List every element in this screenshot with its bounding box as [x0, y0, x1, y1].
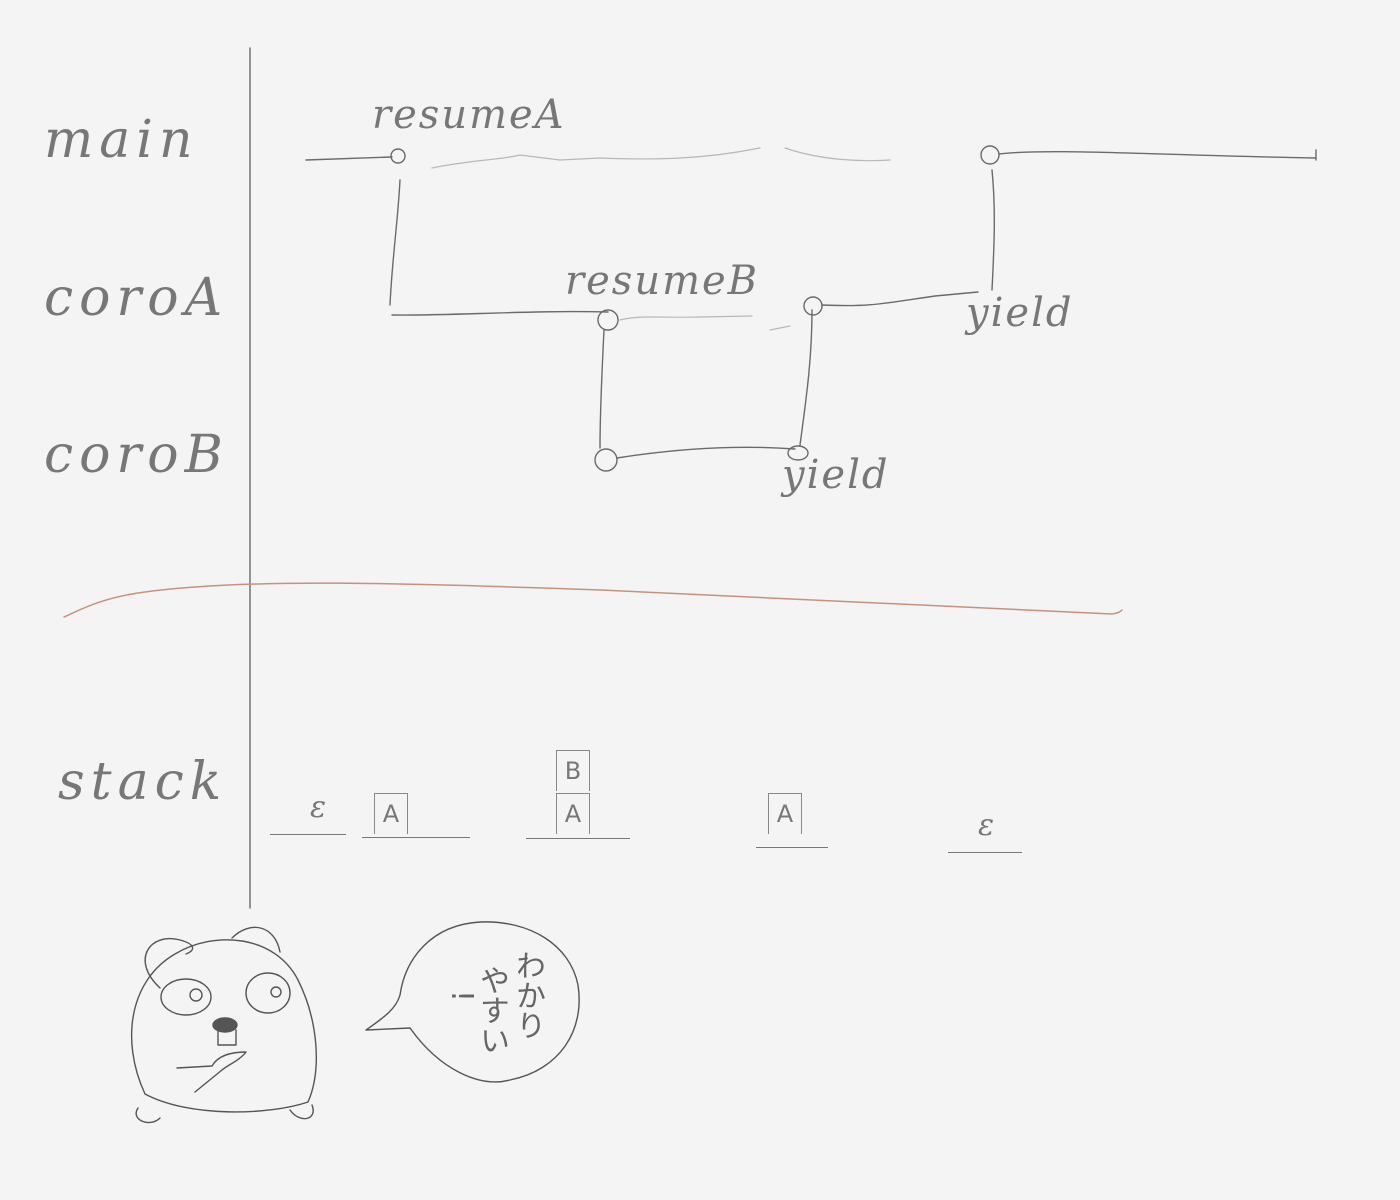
- stack-frame-A: A: [768, 793, 802, 834]
- main-suspended-line: [431, 147, 891, 169]
- gopher-pupil-right: [270, 986, 282, 998]
- speech-bubble-text-col3: !: [444, 990, 479, 1003]
- speech-bubble-text-col2: やすい: [474, 965, 509, 1055]
- annotation-resume-a: resumeA: [372, 92, 566, 138]
- annotation-resume-b: resumeB: [565, 258, 760, 304]
- stack-base: [362, 837, 470, 838]
- yield-b-node: [787, 445, 809, 461]
- lane-label-coroA: coroA: [44, 268, 229, 328]
- coroB-line: [616, 446, 796, 459]
- gopher-ear-right: [231, 926, 281, 953]
- coroA-line: [391, 310, 609, 316]
- gopher-mascot: [130, 926, 317, 1124]
- stack-base: [756, 847, 828, 848]
- lane-label-coroB: coroB: [44, 425, 229, 485]
- speech-bubble-outline: [365, 921, 580, 1083]
- lane-label-stack: stack: [58, 752, 228, 812]
- gopher-pupil-left: [189, 988, 203, 1002]
- main-line-start: [305, 156, 393, 161]
- stack-empty-symbol: ε: [978, 808, 995, 843]
- stack-base: [526, 838, 630, 839]
- transfer-main-to-coroA: [389, 179, 401, 306]
- stack-frame-A: A: [556, 793, 590, 834]
- lane-divider-vertical: [249, 47, 253, 909]
- coroB-start-node: [594, 448, 618, 472]
- coroA-suspended-line: [619, 315, 791, 331]
- speech-bubble-text-col1: わかり: [510, 950, 545, 1040]
- stack-base: [270, 834, 346, 835]
- gopher-eye-right: [245, 972, 291, 1014]
- gopher-ear-left: [144, 937, 194, 989]
- gopher-hand: [176, 1051, 247, 1093]
- annotation-yield-b: yield: [782, 452, 890, 498]
- resume-a-node: [390, 148, 406, 164]
- gopher-nose: [212, 1017, 238, 1033]
- transfer-coroA-to-coroB: [599, 329, 605, 449]
- gopher-teeth: [217, 1029, 237, 1046]
- stack-empty-symbol: ε: [310, 790, 327, 825]
- main-line-end: [998, 149, 1317, 161]
- annotation-yield-a: yield: [966, 290, 1074, 336]
- stack-frame-A: A: [374, 793, 408, 834]
- coroA-resume-node: [803, 296, 823, 316]
- stack-frame-B: B: [556, 750, 590, 791]
- section-separator: [63, 582, 1123, 618]
- stack-base: [948, 852, 1022, 853]
- coroA-line-2: [821, 291, 979, 307]
- gopher-body: [130, 939, 317, 1113]
- lane-label-main: main: [44, 110, 199, 170]
- transfer-coroA-to-main: [991, 169, 995, 291]
- transfer-coroB-to-coroA: [799, 309, 813, 446]
- resume-b-node: [597, 309, 619, 331]
- gopher-eye-left: [160, 978, 212, 1016]
- gopher-feet: [135, 1104, 314, 1124]
- main-resume-node: [980, 145, 1000, 165]
